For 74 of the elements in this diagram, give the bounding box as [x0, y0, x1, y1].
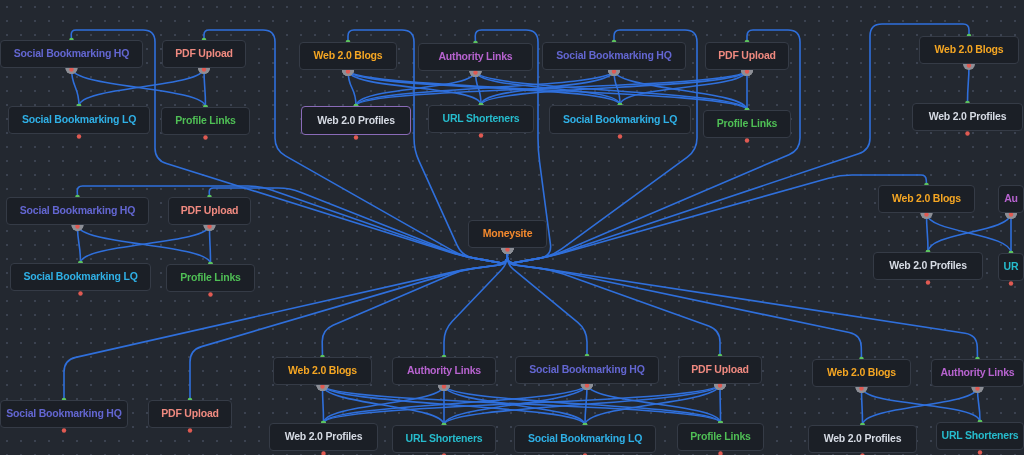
node-label: Web 2.0 Blogs: [934, 42, 1004, 58]
node-card: [8, 106, 150, 134]
node-label: PDF Upload: [175, 46, 233, 62]
node-label: Web 2.0 Blogs: [313, 48, 383, 64]
node-label: Authority Links: [407, 363, 481, 379]
node-label: PDF Upload: [691, 362, 749, 378]
node-label: URL Shorteners: [941, 428, 1019, 444]
node-card: [931, 359, 1024, 387]
node-label: Au: [1004, 191, 1018, 207]
node-card: [808, 425, 917, 453]
node-card: [912, 103, 1023, 131]
node-label: Authority Links: [940, 365, 1015, 381]
node-label: Social Bookmarking HQ: [556, 48, 672, 64]
node-card: [873, 252, 983, 280]
node-card: [678, 356, 762, 384]
node-card: [0, 400, 128, 428]
node-label: Web 2.0 Blogs: [892, 191, 961, 207]
node-card: [148, 400, 232, 428]
node-label: Social Bookmarking HQ: [6, 406, 122, 422]
node-card: [468, 220, 547, 248]
node-label: Social Bookmarking HQ: [19, 203, 136, 219]
node-card: [703, 110, 791, 138]
node-label: Web 2.0 Blogs: [827, 365, 896, 381]
node-card: [812, 359, 911, 387]
node-card: [392, 357, 496, 385]
node-card: [677, 423, 764, 451]
node-label: Web 2.0 Profiles: [284, 429, 363, 445]
node-label: Social Bookmarking HQ: [13, 46, 130, 62]
node-card: [0, 40, 143, 68]
node-label: Social Bookmarking LQ: [562, 111, 678, 127]
node-label: Profile Links: [180, 270, 241, 286]
node-label: Social Bookmarking LQ: [23, 269, 138, 285]
node-label: UR: [1003, 259, 1019, 275]
node-card: [392, 425, 496, 453]
node-card: [936, 422, 1024, 450]
node-label: Social Bookmarking LQ: [21, 112, 137, 128]
node-label: PDF Upload: [718, 48, 776, 64]
node-card: [998, 253, 1024, 281]
node-label: Social Bookmarking LQ: [527, 431, 643, 447]
node-card: [428, 105, 534, 133]
node-label: Profile Links: [175, 113, 236, 129]
node-card: [166, 264, 255, 292]
node-card: [273, 357, 372, 385]
node-card: [162, 40, 246, 68]
node-card: [549, 105, 691, 134]
node-label: Profile Links: [716, 116, 778, 132]
node-card: [705, 42, 789, 70]
node-label: Web 2.0 Blogs: [288, 363, 357, 379]
node-card: [10, 263, 151, 291]
node-label: Profile Links: [690, 429, 751, 445]
node-label: Web 2.0 Profiles: [889, 258, 967, 274]
node-card: [878, 185, 975, 213]
node-card: [168, 197, 251, 225]
node-label: Social Bookmarking HQ: [529, 362, 645, 378]
node-label: PDF Upload: [161, 406, 219, 422]
node-card: [919, 36, 1019, 64]
node-label: Web 2.0 Profiles: [823, 431, 902, 447]
node-label: Moneysite: [482, 226, 533, 242]
node-card: [515, 356, 659, 384]
node-card: [418, 43, 533, 71]
node-card: [269, 423, 378, 451]
node-card: [6, 197, 149, 225]
node-card: [161, 107, 250, 135]
node-card: [542, 42, 686, 70]
node-label: Web 2.0 Profiles: [317, 112, 395, 128]
node-card: [514, 425, 656, 453]
node-label: Authority Links: [438, 49, 513, 65]
node-card: [301, 106, 411, 135]
node-label: PDF Upload: [180, 203, 239, 219]
node-card: [299, 42, 397, 70]
node-label: Web 2.0 Profiles: [928, 109, 1007, 125]
node-card: [998, 185, 1024, 213]
node-label: URL Shorteners: [405, 431, 483, 447]
node-label: URL Shorteners: [442, 111, 520, 127]
